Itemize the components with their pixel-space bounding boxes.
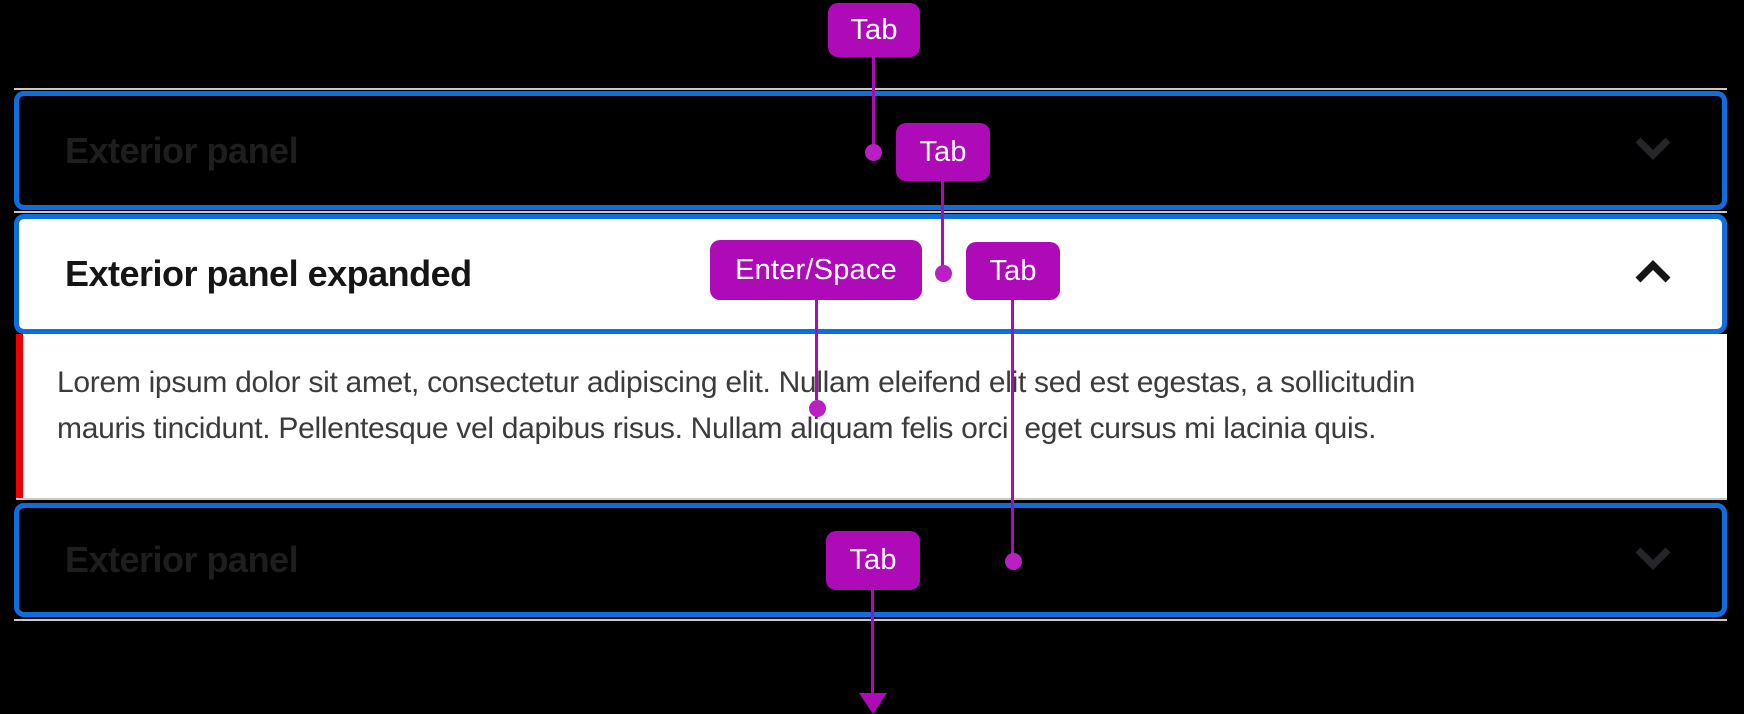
key-badge-label: Tab [919, 135, 967, 168]
connector-line [871, 590, 874, 695]
connector-line [872, 57, 875, 152]
key-badge-label: Enter/Space [735, 253, 897, 286]
key-badge-tab-panel1: Tab [896, 123, 990, 181]
connector-line [1011, 300, 1014, 561]
key-badge-label: Tab [850, 13, 898, 46]
flow-arrow-down [859, 693, 887, 714]
connector-dot [809, 400, 826, 417]
content-text-line-1: Lorem ipsum dolor sit amet, consectetur … [57, 366, 1415, 399]
chevron-down-icon [1634, 546, 1672, 575]
chevron-up-icon [1634, 259, 1672, 289]
key-badge-label: Tab [849, 544, 897, 576]
divider-body-panel3 [16, 498, 1727, 500]
connector-line [815, 300, 818, 400]
divider-top [14, 88, 1727, 90]
divider-bottom [14, 619, 1727, 621]
key-badge-enter-space: Enter/Space [710, 240, 922, 300]
accordion-title: Exterior panel [65, 539, 299, 580]
connector-line [941, 181, 944, 273]
connector-dot [865, 144, 882, 161]
content-text-line-2: mauris tincidunt. Pellentesque vel dapib… [57, 412, 1377, 445]
expanded-accent-bar [16, 334, 23, 498]
key-badge-tab-header2: Tab [966, 242, 1060, 300]
accordion-title: Exterior panel [65, 129, 299, 171]
accordion-title: Exterior panel expanded [65, 253, 472, 294]
connector-dot [935, 265, 952, 282]
divider-panel1-panel2 [14, 211, 1727, 213]
key-badge-tab-panel3: Tab [826, 531, 920, 590]
chevron-down-icon [1634, 136, 1672, 165]
key-badge-label: Tab [989, 254, 1037, 287]
connector-dot [1005, 553, 1022, 570]
key-badge-tab-top: Tab [828, 3, 920, 57]
accordion-panel-content [16, 334, 1727, 498]
